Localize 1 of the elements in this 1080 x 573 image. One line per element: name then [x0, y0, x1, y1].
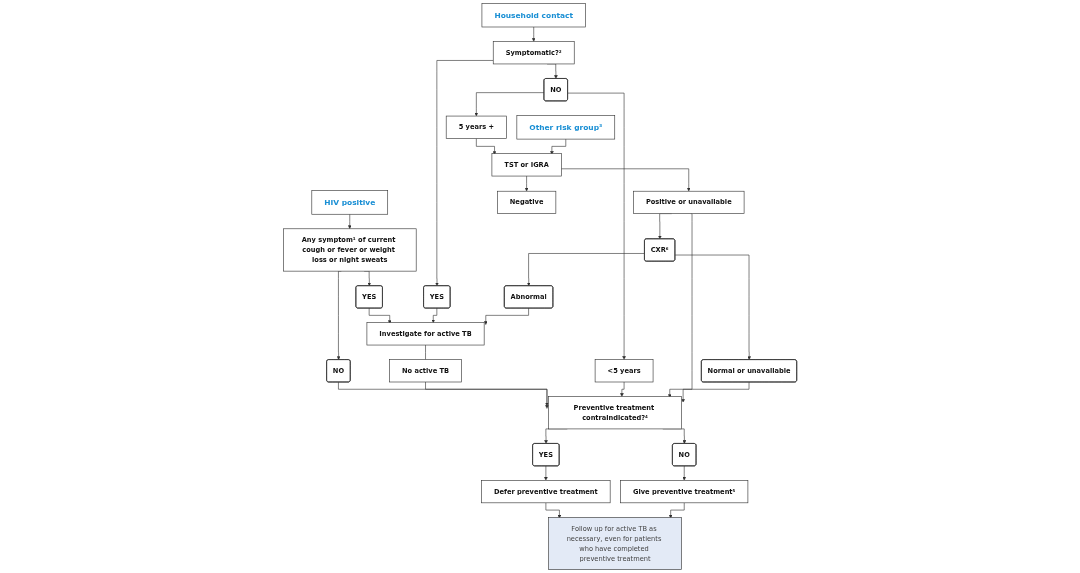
connector	[425, 344, 426, 360]
